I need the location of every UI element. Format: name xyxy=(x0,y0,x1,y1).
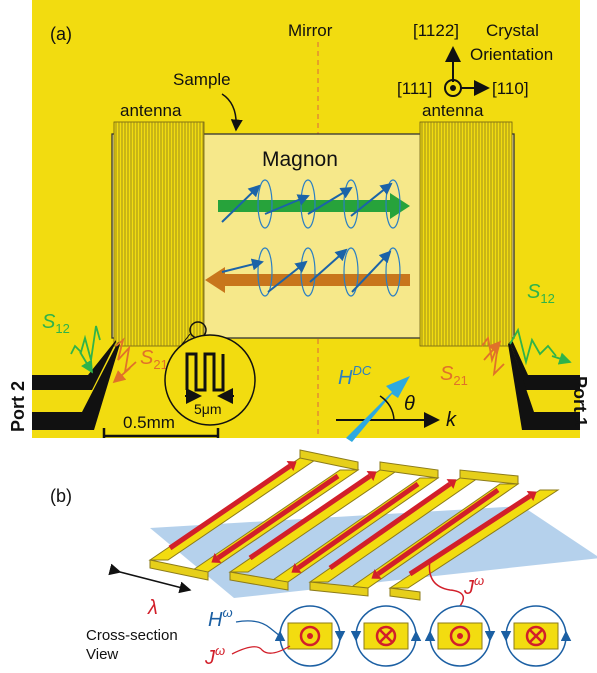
magnon-forward-arrow xyxy=(218,193,410,219)
crystal-dir-right: [110] xyxy=(492,79,529,98)
current-in-icon xyxy=(375,625,397,647)
meander-connector xyxy=(459,469,519,485)
scale-bar xyxy=(102,428,220,438)
lambda-label: λ xyxy=(147,597,158,619)
meander-connector xyxy=(309,581,369,597)
s21-left-label: S21 xyxy=(140,347,168,372)
meander-connector xyxy=(379,461,439,479)
angle-arc xyxy=(379,395,395,421)
s21-right-label: S21 xyxy=(440,363,468,388)
s12-right-label: S12 xyxy=(527,281,555,306)
panel-a-label: (a) xyxy=(50,24,72,44)
cross-section-label-1: Cross-section xyxy=(86,627,178,644)
antenna-right xyxy=(419,121,513,347)
field-arrow xyxy=(346,376,410,442)
sample-label: Sample xyxy=(173,70,231,89)
cross-section-label-2: View xyxy=(86,646,118,663)
current-arrow xyxy=(216,473,340,561)
current-arrow xyxy=(248,473,372,561)
meander-connector xyxy=(299,449,359,471)
current-arrowhead xyxy=(291,563,302,573)
current-out-icon xyxy=(449,625,471,647)
s12-left-label: S12 xyxy=(42,311,70,336)
wavelength-arrow xyxy=(108,563,192,594)
s12-left-wave xyxy=(70,325,101,361)
antenna-left xyxy=(113,121,205,347)
angle-label: θ xyxy=(404,393,415,415)
crystal-dir-out: [111] xyxy=(397,79,432,98)
wavevector-label: k xyxy=(446,409,457,431)
current-arrow xyxy=(296,481,420,571)
antenna-left-label: antenna xyxy=(120,101,182,120)
magnon-backward-arrow xyxy=(205,267,410,293)
spin-precession-bottom xyxy=(221,247,401,297)
current-arrowhead xyxy=(286,461,297,471)
magnon-label: Magnon xyxy=(262,148,338,171)
current-arrowhead xyxy=(526,490,537,502)
current-label: Jω xyxy=(463,573,484,599)
field-label: HDC xyxy=(338,363,372,389)
antenna-right-label: antenna xyxy=(422,101,484,120)
sample-pointer xyxy=(221,93,243,132)
panel-a: (a) Mirror [1122] [111] [110] Crystal Or… xyxy=(8,0,590,442)
h-field-label: Hω xyxy=(208,605,233,631)
spin-precession-top xyxy=(221,179,401,229)
crystal-title-1: Crystal xyxy=(486,21,539,40)
port-1-connector xyxy=(508,340,580,430)
scale-bar-label: 0.5mm xyxy=(123,413,175,432)
current-label-2: Jω xyxy=(204,643,225,669)
meander-connector xyxy=(229,571,289,591)
s12-right-wave xyxy=(509,327,557,366)
panel-b: (b) λ Jω Hω Jω Cross-section View xyxy=(50,449,597,669)
mirror-label: Mirror xyxy=(288,21,333,40)
current-arrowhead xyxy=(366,471,377,481)
current-arrowhead xyxy=(371,569,382,579)
panel-b-label: (b) xyxy=(50,486,72,506)
current-in-icon xyxy=(525,625,547,647)
crystal-dir-up: [1122] xyxy=(413,21,459,40)
meander-connector xyxy=(389,587,421,601)
current-arrowhead xyxy=(446,479,457,489)
port-2-label: Port 2 xyxy=(8,381,28,432)
crystal-orientation: [1122] [111] [110] Crystal Orientation xyxy=(397,21,553,98)
current-out-icon xyxy=(299,625,321,647)
cross-section xyxy=(274,605,572,667)
port-1-label: Port 1 xyxy=(570,376,590,427)
current-arrowhead xyxy=(211,553,222,563)
current-arrow xyxy=(328,481,452,571)
inset-scale-label: 5μm xyxy=(194,401,222,417)
crystal-title-2: Orientation xyxy=(470,45,553,64)
current-arrow xyxy=(168,463,292,551)
port-2-connector xyxy=(32,340,120,430)
current-arrow xyxy=(376,487,500,577)
